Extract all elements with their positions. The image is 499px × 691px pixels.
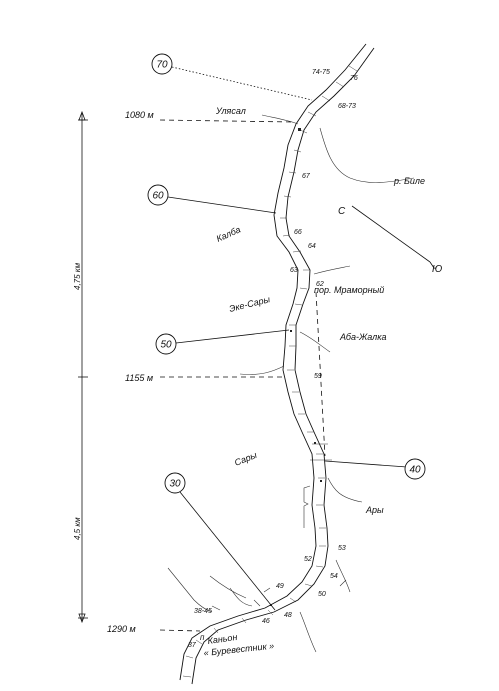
km-68-73: 68-73 bbox=[338, 103, 356, 110]
km-marks: 74-75 76 68-73 67 66 64 63 62 59 53 52 5… bbox=[188, 69, 358, 649]
place-aba-zhalka: Аба-Жалка bbox=[339, 332, 386, 342]
elevation-top-label: 1080 м bbox=[125, 110, 154, 120]
compass-north-label: С bbox=[338, 206, 346, 217]
km-62: 62 bbox=[316, 281, 324, 288]
place-r-bile: р. Биле bbox=[393, 176, 425, 186]
place-eke-sary: Эке-Сары bbox=[228, 294, 271, 314]
small-ticks bbox=[211, 579, 347, 611]
tributaries bbox=[167, 114, 415, 653]
elevation-bottom-label: 1290 м bbox=[107, 624, 136, 634]
place-kanyon: Каньон bbox=[207, 632, 238, 646]
place-sary: Сары bbox=[233, 450, 259, 468]
km-59: 59 bbox=[314, 373, 322, 380]
marker-40-label: 40 bbox=[409, 465, 421, 476]
marker-60: 60 bbox=[147, 184, 277, 214]
section-length-lower: 4,5 км bbox=[73, 517, 82, 540]
km-63: 63 bbox=[290, 267, 298, 274]
place-ulyasal: Улясал bbox=[215, 106, 246, 116]
km-48: 48 bbox=[284, 612, 292, 619]
compass-south-label: Ю bbox=[432, 264, 442, 275]
compass bbox=[351, 205, 435, 269]
marker-30: 30 bbox=[164, 472, 276, 611]
river-hatching bbox=[182, 65, 358, 678]
km-67: 67 bbox=[302, 173, 311, 180]
marker-70-label: 70 bbox=[156, 60, 168, 71]
marker-60-label: 60 bbox=[152, 191, 164, 202]
river-stones bbox=[270, 128, 322, 606]
km-46: 46 bbox=[262, 618, 270, 625]
km-64: 64 bbox=[308, 243, 316, 250]
marker-70: 70 bbox=[151, 53, 313, 101]
section-length-upper: 4,75 км bbox=[73, 262, 82, 290]
marker-50: 50 bbox=[155, 329, 290, 355]
marker-40: 40 bbox=[324, 458, 426, 480]
km-49: 49 bbox=[276, 583, 284, 590]
km-37: 37 bbox=[188, 642, 197, 649]
km-74-75: 74-75 bbox=[312, 69, 330, 76]
km-76: 76 bbox=[350, 75, 358, 82]
river-bank-left bbox=[179, 43, 367, 681]
place-p: п bbox=[200, 633, 205, 642]
km-50: 50 bbox=[318, 591, 326, 598]
km-54: 54 bbox=[330, 573, 338, 580]
marker-30-label: 30 bbox=[169, 479, 181, 490]
place-por-mramorny: пор. Мраморный bbox=[314, 285, 384, 295]
place-kalba: Калба bbox=[215, 224, 242, 243]
elevation-middle-label: 1155 м bbox=[125, 373, 153, 383]
km-52: 52 bbox=[304, 556, 312, 563]
place-ary: Ары bbox=[365, 505, 384, 515]
river-bank-right bbox=[191, 47, 375, 685]
km-66: 66 bbox=[294, 229, 302, 236]
river-channel bbox=[179, 43, 375, 685]
km-53: 53 bbox=[338, 545, 346, 552]
km-38-45: 38-45 bbox=[194, 608, 212, 615]
straight-line-dashed bbox=[315, 291, 326, 457]
marker-50-label: 50 bbox=[160, 340, 172, 351]
elevation-scale bbox=[78, 110, 295, 632]
